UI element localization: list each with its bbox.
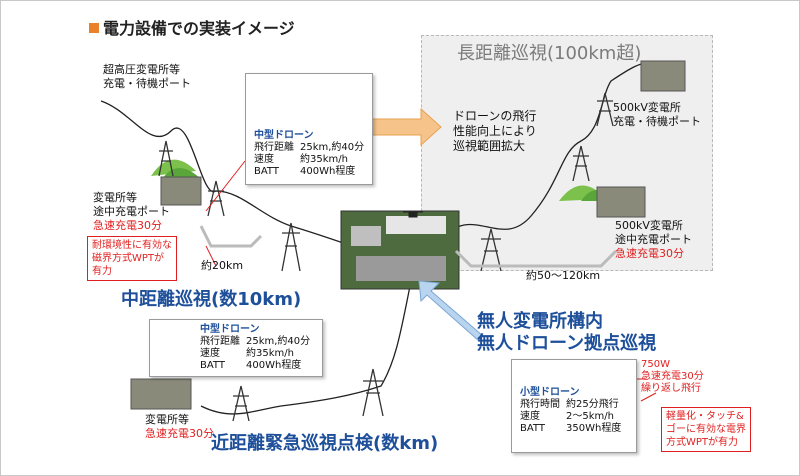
connector-line [205,160,246,212]
distance-20km: 約20km [201,259,244,272]
drone-icon [403,211,423,218]
pylon [158,140,174,177]
middle-range-title: 中距離巡視(数10km) [121,289,302,310]
distance-50-120km: 約50～120km [526,269,601,282]
pylon [362,368,384,417]
pylon [281,222,301,272]
kv500-mid-label: 500kV変電所 途中充電ポート 急速充電30分 [615,219,692,260]
mid-station-label: 変電所等 途中充電ポート 急速充電30分 [93,191,170,232]
central-substation-image [340,210,460,290]
orange-arrow [370,107,442,147]
wpt-note-right: 軽量化・タッチ& ゴーに有効な電界 方式WPTが有力 [661,407,751,452]
pylon [232,385,250,422]
power-line-right [440,62,652,242]
substation-image [640,60,686,92]
substation-image [130,378,192,410]
distance-brace [199,225,263,248]
performance-note: ドローンの飛行 性能向上により 巡視範囲拡大 [453,109,537,153]
power-line-lower [200,280,412,415]
distance-brace [454,249,618,268]
title-bullet-icon [89,23,99,33]
unmanned-title: 無人変電所構内 無人ドローン拠点巡視 [477,311,657,354]
page-title: 電力設備での実装イメージ [89,15,295,39]
uhv-station-label: 超高圧変電所等 充電・待機ポート [103,63,191,90]
substation-image [160,176,202,206]
blue-arrow [418,280,484,342]
bottom-station-label: 変電所等 急速充電30分 [145,413,214,440]
kv500-top-label: 500kV変電所 充電・待機ポート [613,101,701,128]
connector-line [640,392,657,402]
small-drone-note: 750W 急速充電30分 繰り返し飛行 [641,359,704,394]
pylon [207,180,225,217]
long-range-title: 長距離巡視(100km超) [457,43,642,64]
pylon [596,92,614,127]
wpt-note-left: 耐環境性に有効な 磁界方式WPTが 有力 [87,236,177,281]
substation-image [596,186,646,218]
pylon [572,145,590,182]
connector-line [205,245,217,267]
short-range-title: 近距離緊急巡視点検(数km) [211,433,439,454]
pylon [480,228,502,272]
